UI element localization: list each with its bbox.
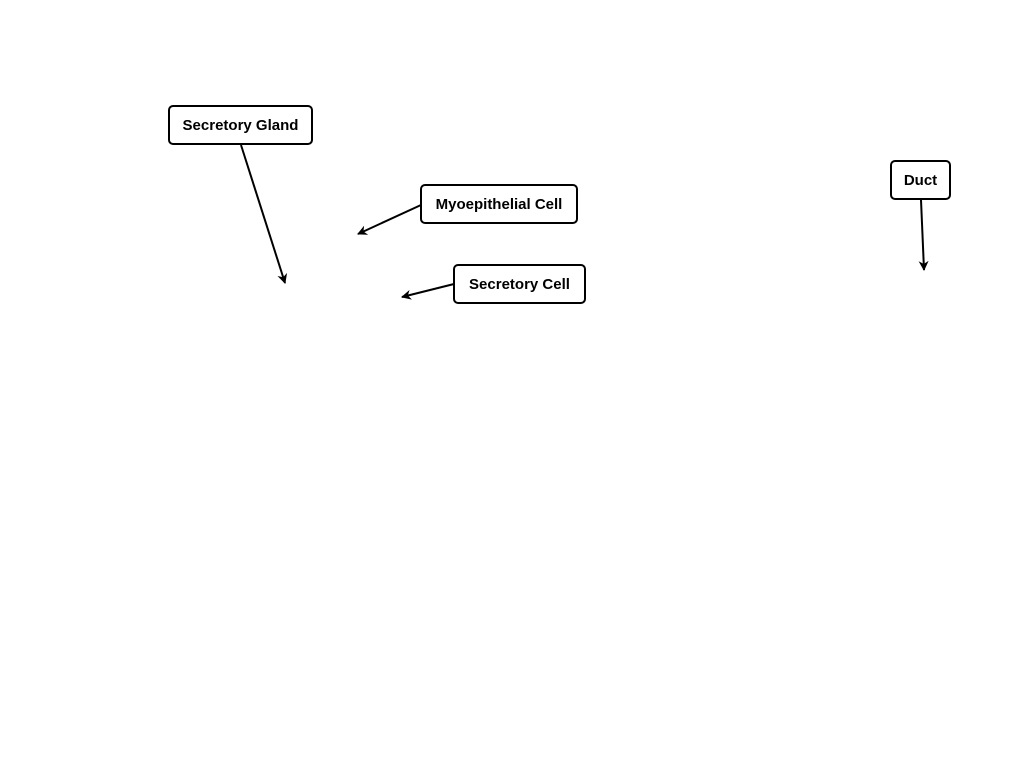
secretory-gland-label: Secretory Gland (168, 105, 313, 145)
duct-label: Duct (890, 160, 951, 200)
myoepithelial-cell-label: Myoepithelial Cell (420, 184, 578, 224)
secretory-gland-arrow (240, 144, 288, 284)
secretory-cell-label: Secretory Cell (453, 264, 586, 304)
myoepithelial-cell-arrow (357, 204, 422, 235)
duct-arrow (918, 199, 929, 271)
secretory-cell-arrow (401, 283, 455, 300)
